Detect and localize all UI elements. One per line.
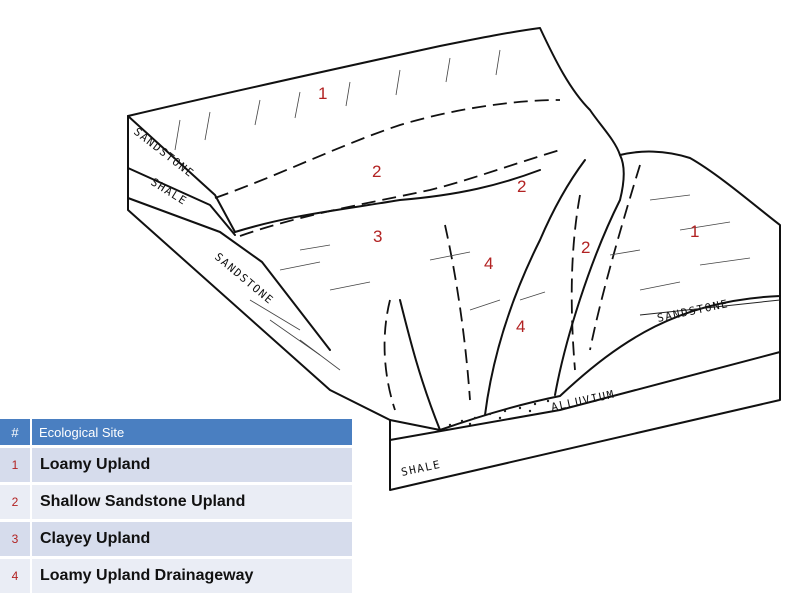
boundary-drain-1 — [385, 300, 395, 410]
legend-row: 1 Loamy Upland — [0, 447, 352, 484]
legend-header-row: # Ecological Site — [0, 419, 352, 447]
legend-header-number: # — [0, 419, 31, 447]
site-marker-4-upper: 4 — [484, 254, 493, 273]
site-marker-2-right: 2 — [581, 238, 590, 257]
boundary-drain-2 — [445, 225, 470, 400]
legend-row-site: Loamy Upland Drainageway — [31, 558, 352, 593]
rock-label-shale-upper: SHALE — [148, 176, 189, 209]
site-marker-1-right: 1 — [690, 222, 699, 241]
legend-row: 2 Shallow Sandstone Upland — [0, 484, 352, 521]
legend-row-site: Clayey Upland — [31, 521, 352, 558]
block-top-outline — [128, 28, 780, 240]
rock-label-sandstone-upper: SANDSTONE — [131, 125, 197, 180]
rock-label-alluvium: ALLUVIUM — [550, 388, 616, 414]
rock-label-sandstone-left: SANDSTONE — [212, 250, 276, 307]
legend-row-number: 2 — [0, 484, 31, 521]
boundary-mid — [240, 150, 560, 236]
drainage-line-mid — [485, 160, 585, 415]
legend-row: 3 Clayey Upland — [0, 521, 352, 558]
rock-label-sandstone-right: SANDSTONE — [656, 297, 730, 325]
drainage-line-left — [400, 300, 440, 430]
legend-row-site: Shallow Sandstone Upland — [31, 484, 352, 521]
legend-row-number: 3 — [0, 521, 31, 558]
legend-row: 4 Loamy Upland Drainageway — [0, 558, 352, 593]
ecological-site-legend: # Ecological Site 1 Loamy Upland 2 Shall… — [0, 419, 352, 593]
site-marker-2-mid: 2 — [517, 177, 526, 196]
site-marker-1-plateau: 1 — [318, 84, 327, 103]
boundary-upper — [215, 100, 560, 198]
site-marker-4-lower: 4 — [516, 317, 525, 336]
site-marker-2-upper: 2 — [372, 162, 381, 181]
boundary-right-2 — [590, 165, 640, 350]
rock-label-shale-front: SHALE — [400, 458, 442, 479]
legend-header-site: Ecological Site — [31, 419, 352, 447]
boundary-right-1 — [572, 195, 580, 370]
legend-row-site: Loamy Upland — [31, 447, 352, 484]
legend-row-number: 1 — [0, 447, 31, 484]
site-marker-3: 3 — [373, 227, 382, 246]
legend-row-number: 4 — [0, 558, 31, 593]
